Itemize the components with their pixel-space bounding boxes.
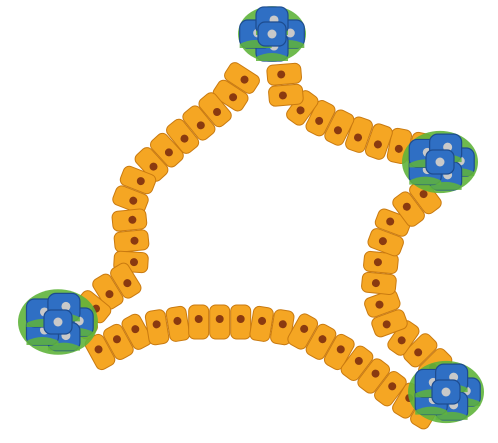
cell-nucleus [195,315,203,323]
cluster-cell [258,22,286,46]
epithelial-cell [189,305,209,339]
epithelial-cell [111,208,147,231]
cluster-cell [44,310,72,334]
cluster-cell-nucleus [436,158,445,167]
cluster-cell [432,380,460,404]
epithelial-cell [210,305,230,339]
cell-nucleus [216,315,224,323]
top-cluster [238,6,306,62]
cluster-cell-nucleus [442,388,451,397]
epithelial-cell [114,229,150,252]
bottom-right-cluster [408,361,484,423]
cluster-cell-nucleus [268,30,277,39]
left-cluster [18,289,98,355]
cluster-cell-nucleus [54,318,63,327]
epithelial-cell [268,84,304,107]
cell-nucleus [237,315,245,323]
epithelial-cell [266,63,302,86]
right-cluster [402,131,478,193]
cluster-cell [426,150,454,174]
epithelial-cell [231,305,251,339]
orange-cell-layer [61,60,469,431]
epithelial-cell [361,272,397,295]
